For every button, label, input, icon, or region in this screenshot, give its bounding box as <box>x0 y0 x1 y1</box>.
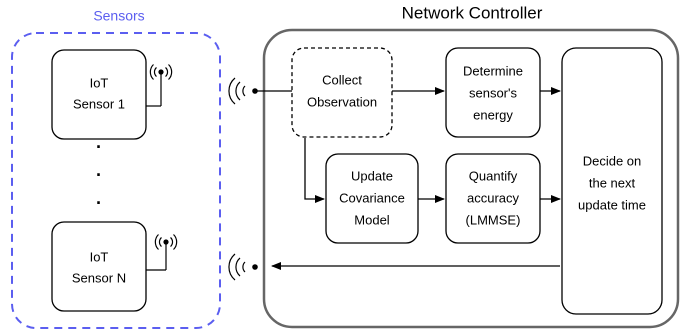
determine-energy-block: Determine sensor's energy <box>445 47 541 138</box>
covariance-label-line-2: Covariance <box>339 190 405 205</box>
energy-label-line-3: energy <box>473 107 513 122</box>
energy-label-line-2: sensor's <box>469 85 518 100</box>
collect-observation-box <box>291 47 393 138</box>
update-covariance-block: Update Covariance Model <box>325 153 419 244</box>
quantify-label-line-3: (LMMSE) <box>466 212 521 227</box>
decide-label-line-3: update time <box>578 197 646 212</box>
sensor-1-box <box>51 49 147 140</box>
sensors-group-border <box>11 32 221 329</box>
energy-label-line-1: Determine <box>463 63 523 78</box>
quantify-accuracy-box <box>445 153 541 244</box>
update-covariance-box <box>325 153 419 244</box>
sensors-group: Sensors IoT Sensor 1 · · · IoT Sensor N <box>11 8 221 329</box>
sensor-ellipsis-dot-2: · <box>96 165 102 185</box>
wireless-signal-icon <box>228 253 258 281</box>
sensor-ellipsis-dot-3: · <box>96 193 102 213</box>
decide-update-box <box>561 47 663 315</box>
sensor-ellipsis-dot-1: · <box>96 137 102 157</box>
decide-label-line-1: Decide on <box>583 153 642 168</box>
controller-title: Network Controller <box>402 3 543 22</box>
quantify-label-line-1: Quantify <box>469 168 518 183</box>
determine-energy-box <box>445 47 541 138</box>
wireless-signal-icon <box>228 77 258 105</box>
arrow-collect-to-covariance <box>304 138 325 203</box>
antenna-icon <box>146 234 178 271</box>
controller-border <box>262 28 680 329</box>
iot-sensor-1: IoT Sensor 1 <box>51 49 173 140</box>
decide-update-block: Decide on the next update time <box>561 47 663 315</box>
collect-label-line-2: Observation <box>307 94 377 109</box>
network-controller-group: Network Controller Collect <box>228 3 680 329</box>
sensor-1-label-line-2: Sensor 1 <box>73 96 125 111</box>
sensor-1-label-line-1: IoT <box>90 75 109 90</box>
iot-sensor-n: IoT Sensor N <box>51 221 178 312</box>
sensor-n-label-line-2: Sensor N <box>72 270 126 285</box>
sensor-n-label-line-1: IoT <box>90 249 109 264</box>
collect-observation-block: Collect Observation <box>291 47 393 138</box>
sensor-n-box <box>51 221 147 312</box>
quantify-label-line-2: accuracy <box>467 190 520 205</box>
collect-label-line-1: Collect <box>322 72 362 87</box>
quantify-accuracy-block: Quantify accuracy (LMMSE) <box>445 153 541 244</box>
covariance-label-line-3: Model <box>354 212 390 227</box>
covariance-label-line-1: Update <box>351 168 393 183</box>
decide-label-line-2: the next <box>589 175 636 190</box>
sensors-title: Sensors <box>93 8 144 24</box>
antenna-icon <box>146 64 173 107</box>
connectors <box>255 87 561 270</box>
